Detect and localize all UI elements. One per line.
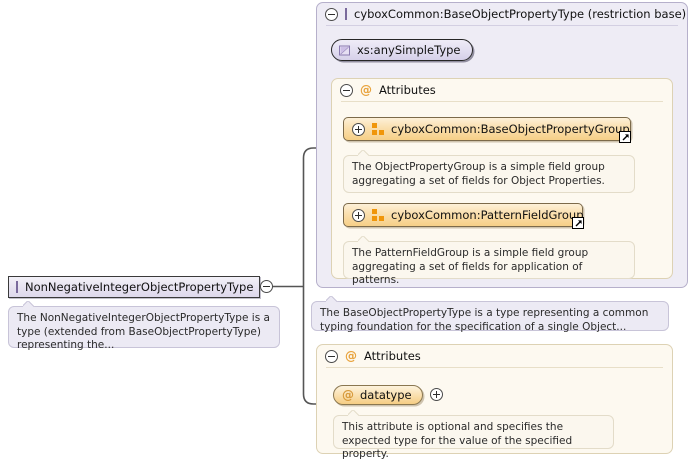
base-type-panel-title: cyboxCommon:BaseObjectPropertyType (rest… xyxy=(354,7,687,21)
attribute-group-icon-1 xyxy=(372,123,384,135)
attribute-group-label-1: cyboxCommon:BaseObjectPropertyGroup xyxy=(391,122,630,136)
expand-plus-icon-baseobjectpropertygroup[interactable] xyxy=(352,122,365,136)
collapse-minus-icon-left-node[interactable] xyxy=(260,280,273,293)
simple-type-anysimpletype[interactable]: xs:anySimpleType xyxy=(331,39,473,61)
at-sign-icon-own-attributes: @ xyxy=(345,349,357,363)
own-attributes-divider xyxy=(326,367,663,368)
simple-type-icon xyxy=(338,44,351,57)
base-attributes-divider xyxy=(341,101,663,102)
base-type-panel-header: cyboxCommon:BaseObjectPropertyType (rest… xyxy=(317,3,687,25)
annotation-text: The NonNegativeIntegerObjectPropertyType… xyxy=(17,312,270,351)
collapse-minus-icon-base-panel[interactable] xyxy=(325,7,338,21)
header-divider xyxy=(326,25,678,26)
attribute-datatype-label: datatype xyxy=(360,388,412,402)
annotation-nonnegativeinteger: The NonNegativeIntegerObjectPropertyType… xyxy=(8,306,280,351)
external-link-icon-2[interactable] xyxy=(572,217,584,229)
complex-type-icon-base xyxy=(345,8,347,20)
annotation-text-base: The BaseObjectPropertyType is a type rep… xyxy=(320,307,649,333)
type-node-label: NonNegativeIntegerObjectPropertyType xyxy=(25,280,254,294)
expand-plus-icon-datatype[interactable] xyxy=(429,388,443,401)
expand-plus-icon-patternfieldgroup[interactable] xyxy=(352,208,365,222)
base-attributes-title: Attributes xyxy=(379,83,436,97)
base-attributes-header: @ Attributes xyxy=(332,79,672,101)
attribute-datatype[interactable]: @ datatype xyxy=(333,385,423,405)
annotation-text-2: The PatternFieldGroup is a simple field … xyxy=(352,247,589,286)
annotation-baseobjectpropertytype: The BaseObjectPropertyType is a type rep… xyxy=(311,301,669,333)
collapse-minus-icon-base-attributes[interactable] xyxy=(340,83,353,97)
own-attributes-title: Attributes xyxy=(364,349,421,363)
type-node-nonnegativeinteger[interactable]: NonNegativeIntegerObjectPropertyType xyxy=(8,276,260,298)
collapse-minus-icon-own-attributes[interactable] xyxy=(325,349,338,363)
own-attributes-header: @ Attributes xyxy=(317,345,672,367)
simple-type-label: xs:anySimpleType xyxy=(357,43,461,57)
at-sign-icon-base-attributes: @ xyxy=(360,83,372,97)
external-link-icon-1[interactable] xyxy=(619,131,631,143)
annotation-patternfieldgroup: The PatternFieldGroup is a simple field … xyxy=(343,241,635,286)
attribute-group-label-2: cyboxCommon:PatternFieldGroup xyxy=(391,208,584,222)
at-sign-icon-datatype: @ xyxy=(342,388,354,402)
attribute-group-baseobjectpropertygroup[interactable]: cyboxCommon:BaseObjectPropertyGroup xyxy=(343,117,631,141)
annotation-text-datatype: This attribute is optional and specifies… xyxy=(342,421,573,460)
annotation-baseobjectpropertygroup: The ObjectPropertyGroup is a simple fiel… xyxy=(343,155,635,193)
attribute-group-patternfieldgroup[interactable]: cyboxCommon:PatternFieldGroup xyxy=(343,203,584,227)
complex-type-icon xyxy=(16,281,18,293)
annotation-text-1: The ObjectPropertyGroup is a simple fiel… xyxy=(352,161,605,187)
attribute-group-icon-2 xyxy=(372,209,384,221)
annotation-datatype: This attribute is optional and specifies… xyxy=(333,415,614,460)
